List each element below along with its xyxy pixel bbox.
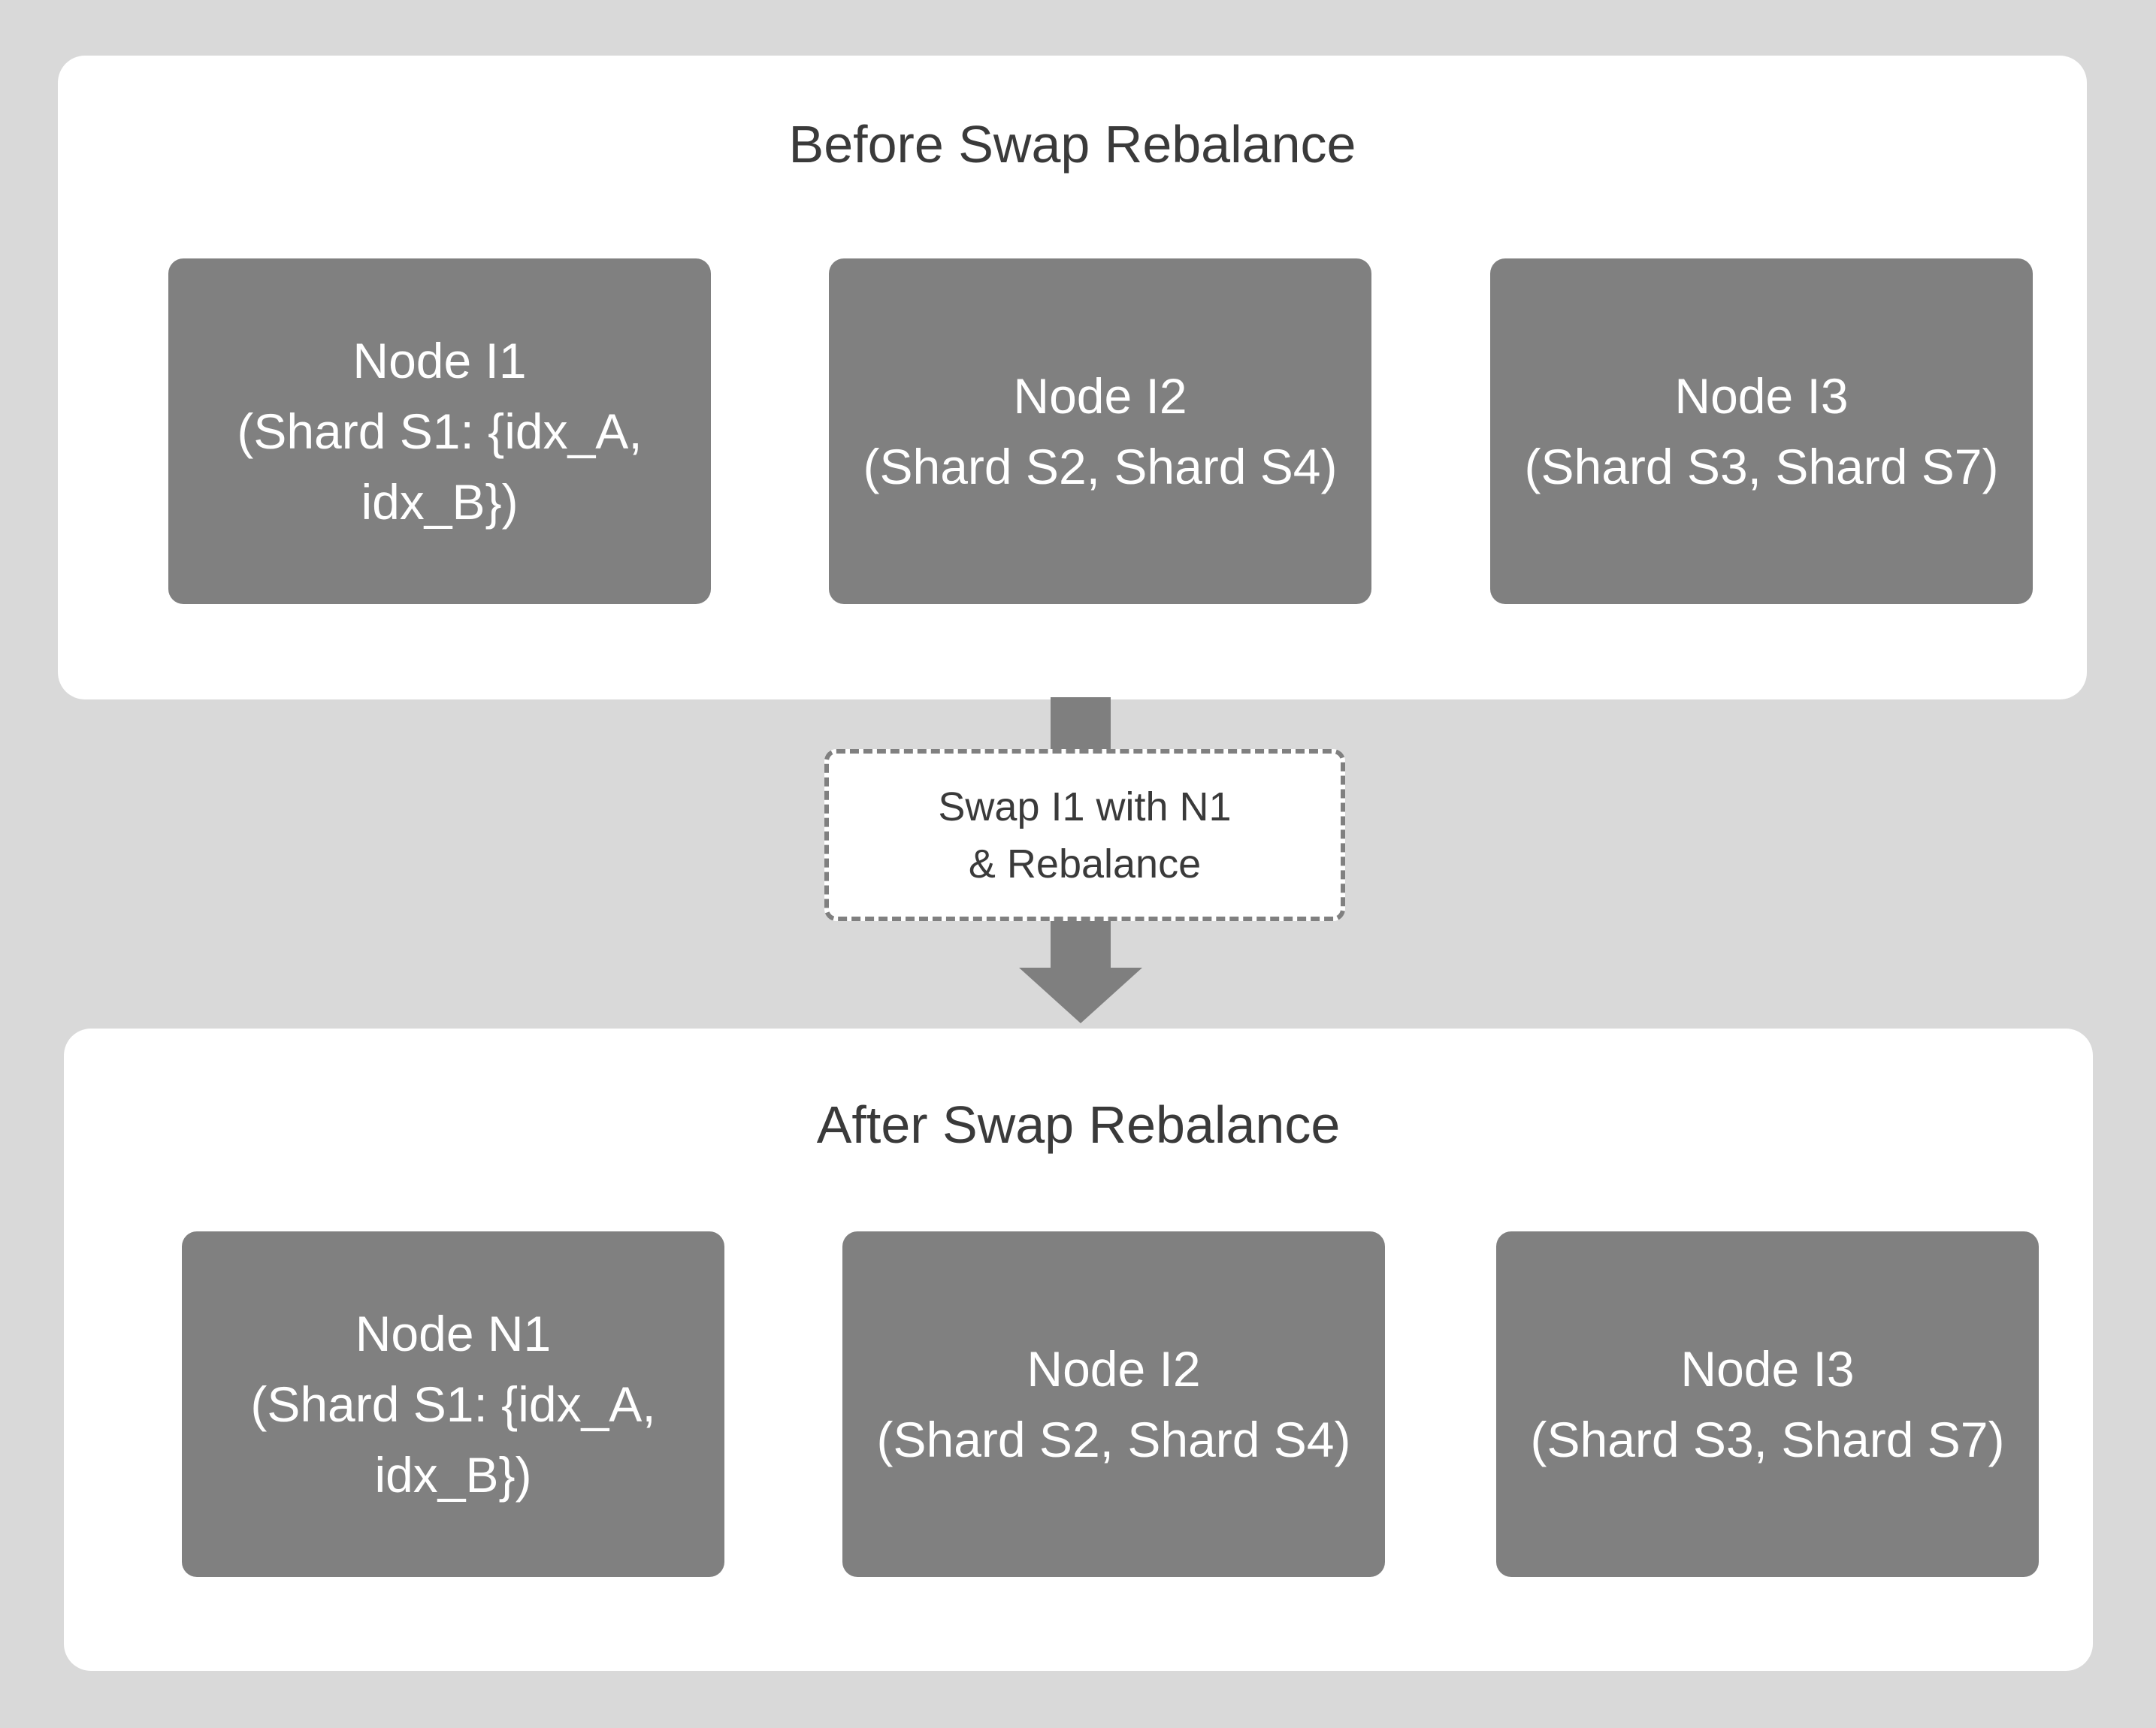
arrow-shaft-top	[1051, 697, 1111, 751]
before-node-i2: Node I2 (Shard S2, Shard S4)	[829, 258, 1371, 604]
before-node-i3-label: Node I3 (Shard S3, Shard S7)	[1524, 368, 1999, 494]
before-panel: Before Swap Rebalance Node I1 (Shard S1:…	[58, 56, 2087, 699]
swap-rebalance-step: Swap I1 with N1 & Rebalance	[824, 749, 1345, 921]
before-node-i1: Node I1 (Shard S1: {idx_A, idx_B})	[168, 258, 711, 604]
after-node-i3-label: Node I3 (Shard S3, Shard S7)	[1530, 1341, 2005, 1467]
after-node-n1-label: Node N1 (Shard S1: {idx_A, idx_B})	[250, 1306, 656, 1503]
after-node-i2-label: Node I2 (Shard S2, Shard S4)	[876, 1341, 1351, 1467]
after-node-i3: Node I3 (Shard S3, Shard S7)	[1496, 1231, 2039, 1577]
before-node-i2-label: Node I2 (Shard S2, Shard S4)	[863, 368, 1338, 494]
swap-rebalance-label: Swap I1 with N1 & Rebalance	[938, 784, 1232, 887]
before-node-i1-label: Node I1 (Shard S1: {idx_A, idx_B})	[237, 333, 643, 530]
after-panel: After Swap Rebalance Node N1 (Shard S1: …	[64, 1029, 2093, 1671]
after-node-i2: Node I2 (Shard S2, Shard S4)	[842, 1231, 1385, 1577]
after-title: After Swap Rebalance	[816, 1095, 1341, 1154]
before-node-i3: Node I3 (Shard S3, Shard S7)	[1490, 258, 2033, 604]
arrow-head-down-icon	[1019, 968, 1142, 1023]
before-title: Before Swap Rebalance	[788, 115, 1356, 174]
after-node-n1: Node N1 (Shard S1: {idx_A, idx_B})	[182, 1231, 724, 1577]
arrow-shaft-bottom	[1051, 921, 1111, 968]
